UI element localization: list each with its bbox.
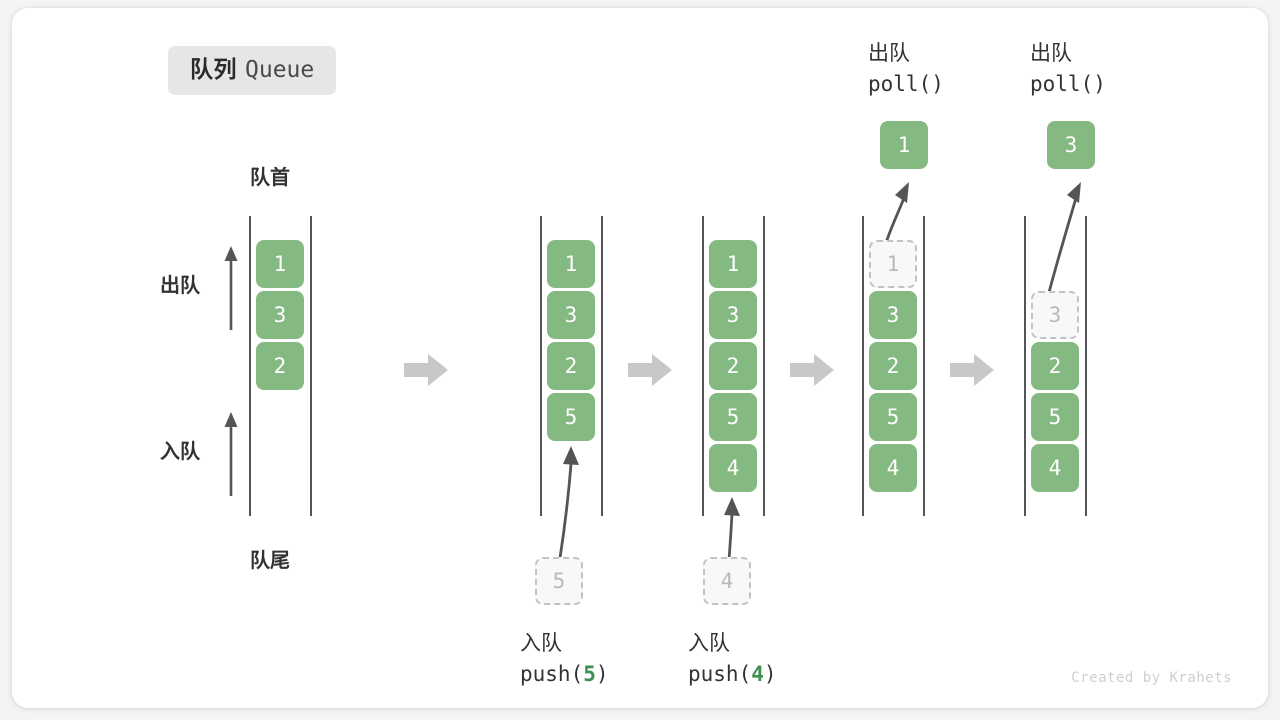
diagram-title-en: Queue — [245, 57, 315, 83]
enqueue-motion-arrow-step2-icon — [558, 446, 579, 559]
queue-stack-step2: 1 3 2 5 — [547, 240, 595, 441]
queue-item: 2 — [256, 342, 304, 390]
queue-item-new: 4 — [709, 444, 757, 492]
queue-item: 2 — [1031, 342, 1079, 390]
enqueue-direction-label: 入队 — [160, 441, 200, 463]
dequeue-op-code-step5: poll() — [1030, 72, 1106, 97]
queue-item: 1 — [547, 240, 595, 288]
queue-rail-right-step4 — [923, 216, 925, 516]
queue-rail-right-step3 — [763, 216, 765, 516]
dequeue-op-code-step4: poll() — [868, 72, 944, 97]
queue-rail-right-step1 — [310, 216, 312, 516]
diagram-title-badge: 队列 Queue — [168, 46, 337, 95]
queue-item: 3 — [869, 291, 917, 339]
dequeue-op-cn-step5: 出队 — [1030, 42, 1072, 65]
diagram-card: 队列 Queue 队首 队尾 出队 入队 1 3 2 1 3 2 5 5 入队 — [12, 8, 1268, 708]
push-prefix: push( — [520, 662, 584, 687]
dequeue-op-label-step5: 出队 poll() — [1030, 38, 1106, 100]
dequeue-op-label-step4: 出队 poll() — [868, 38, 944, 100]
enqueue-op-label-step2: 入队 push(5) — [520, 628, 609, 690]
push-suffix: ) — [763, 662, 777, 687]
queue-item-new: 5 — [547, 393, 595, 441]
queue-item: 3 — [709, 291, 757, 339]
queue-tail-label: 队尾 — [250, 550, 290, 572]
queue-item: 5 — [709, 393, 757, 441]
queue-stack-step3: 1 3 2 5 4 — [709, 240, 757, 492]
queue-item: 5 — [1031, 393, 1079, 441]
outgoing-box-step4: 1 — [880, 121, 928, 169]
queue-item: 1 — [709, 240, 757, 288]
enqueue-op-cn-step2: 入队 — [520, 632, 562, 655]
outgoing-box-step5: 3 — [1047, 121, 1095, 169]
enqueue-motion-arrow-step3-icon — [724, 497, 740, 561]
push-suffix: ) — [595, 662, 609, 687]
queue-item: 3 — [547, 291, 595, 339]
queue-stack-step5: 3 2 5 4 — [1031, 240, 1079, 492]
queue-item-removed: 3 — [1031, 291, 1079, 339]
push-arg: 5 — [583, 662, 596, 687]
queue-item: 1 — [256, 240, 304, 288]
dequeue-op-cn-step4: 出队 — [868, 42, 910, 65]
queue-item: 2 — [869, 342, 917, 390]
dequeue-direction-arrow-icon — [224, 246, 238, 330]
watermark: Created by Krahets — [1071, 670, 1232, 686]
step-arrow-3-icon — [790, 354, 834, 386]
queue-slot-empty — [1031, 240, 1079, 288]
push-prefix: push( — [688, 662, 752, 687]
queue-item: 2 — [709, 342, 757, 390]
queue-rail-left-step1 — [249, 216, 251, 516]
queue-stack-step1: 1 3 2 — [256, 240, 304, 390]
queue-item: 4 — [1031, 444, 1079, 492]
queue-rail-right-step5 — [1085, 216, 1087, 516]
queue-rail-right-step2 — [601, 216, 603, 516]
step-arrow-4-icon — [950, 354, 994, 386]
queue-item: 4 — [869, 444, 917, 492]
queue-rail-left-step3 — [702, 216, 704, 516]
incoming-ghost-box-step2: 5 — [535, 557, 583, 605]
push-arg: 4 — [751, 662, 764, 687]
step-arrow-2-icon — [628, 354, 672, 386]
dequeue-direction-label: 出队 — [160, 275, 200, 297]
queue-item: 2 — [547, 342, 595, 390]
incoming-ghost-box-step3: 4 — [703, 557, 751, 605]
enqueue-op-label-step3: 入队 push(4) — [688, 628, 777, 690]
queue-stack-step4: 1 3 2 5 4 — [869, 240, 917, 492]
queue-item: 5 — [869, 393, 917, 441]
enqueue-op-cn-step3: 入队 — [688, 632, 730, 655]
queue-rail-left-step4 — [862, 216, 864, 516]
queue-rail-left-step5 — [1024, 216, 1026, 516]
enqueue-op-code-step3: push(4) — [688, 659, 777, 690]
queue-item-removed: 1 — [869, 240, 917, 288]
queue-head-label: 队首 — [250, 167, 290, 189]
enqueue-direction-arrow-icon — [224, 412, 238, 496]
step-arrow-1-icon — [404, 354, 448, 386]
queue-item: 3 — [256, 291, 304, 339]
enqueue-op-code-step2: push(5) — [520, 659, 609, 690]
diagram-title-cn: 队列 — [190, 56, 237, 82]
queue-rail-left-step2 — [540, 216, 542, 516]
